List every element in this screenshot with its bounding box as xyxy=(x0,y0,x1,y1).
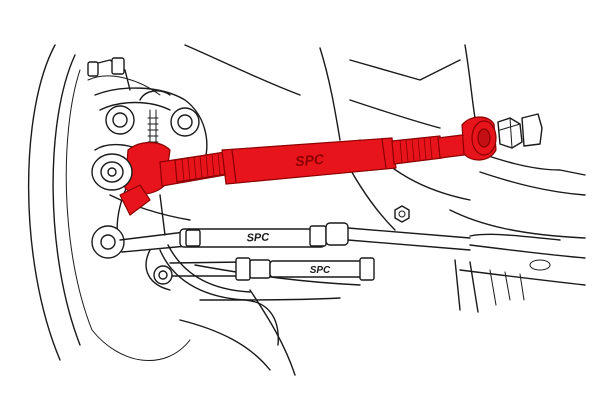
brake-rotor xyxy=(27,44,191,361)
middle-link-logo: SPC xyxy=(246,232,270,245)
middle-link: SPC xyxy=(119,222,561,253)
upper-camber-arm: SPC xyxy=(119,116,497,216)
chassis-nut xyxy=(497,113,543,149)
chassis-outline xyxy=(159,44,586,376)
lower-link-logo: SPC xyxy=(310,265,331,276)
inner-pivot-bolt xyxy=(91,153,133,191)
knuckle-assembly xyxy=(87,57,208,291)
lower-link: SPC xyxy=(169,257,375,281)
upper-arm-logo: SPC xyxy=(295,151,326,170)
left-thread xyxy=(174,151,228,183)
right-thread xyxy=(391,135,443,165)
